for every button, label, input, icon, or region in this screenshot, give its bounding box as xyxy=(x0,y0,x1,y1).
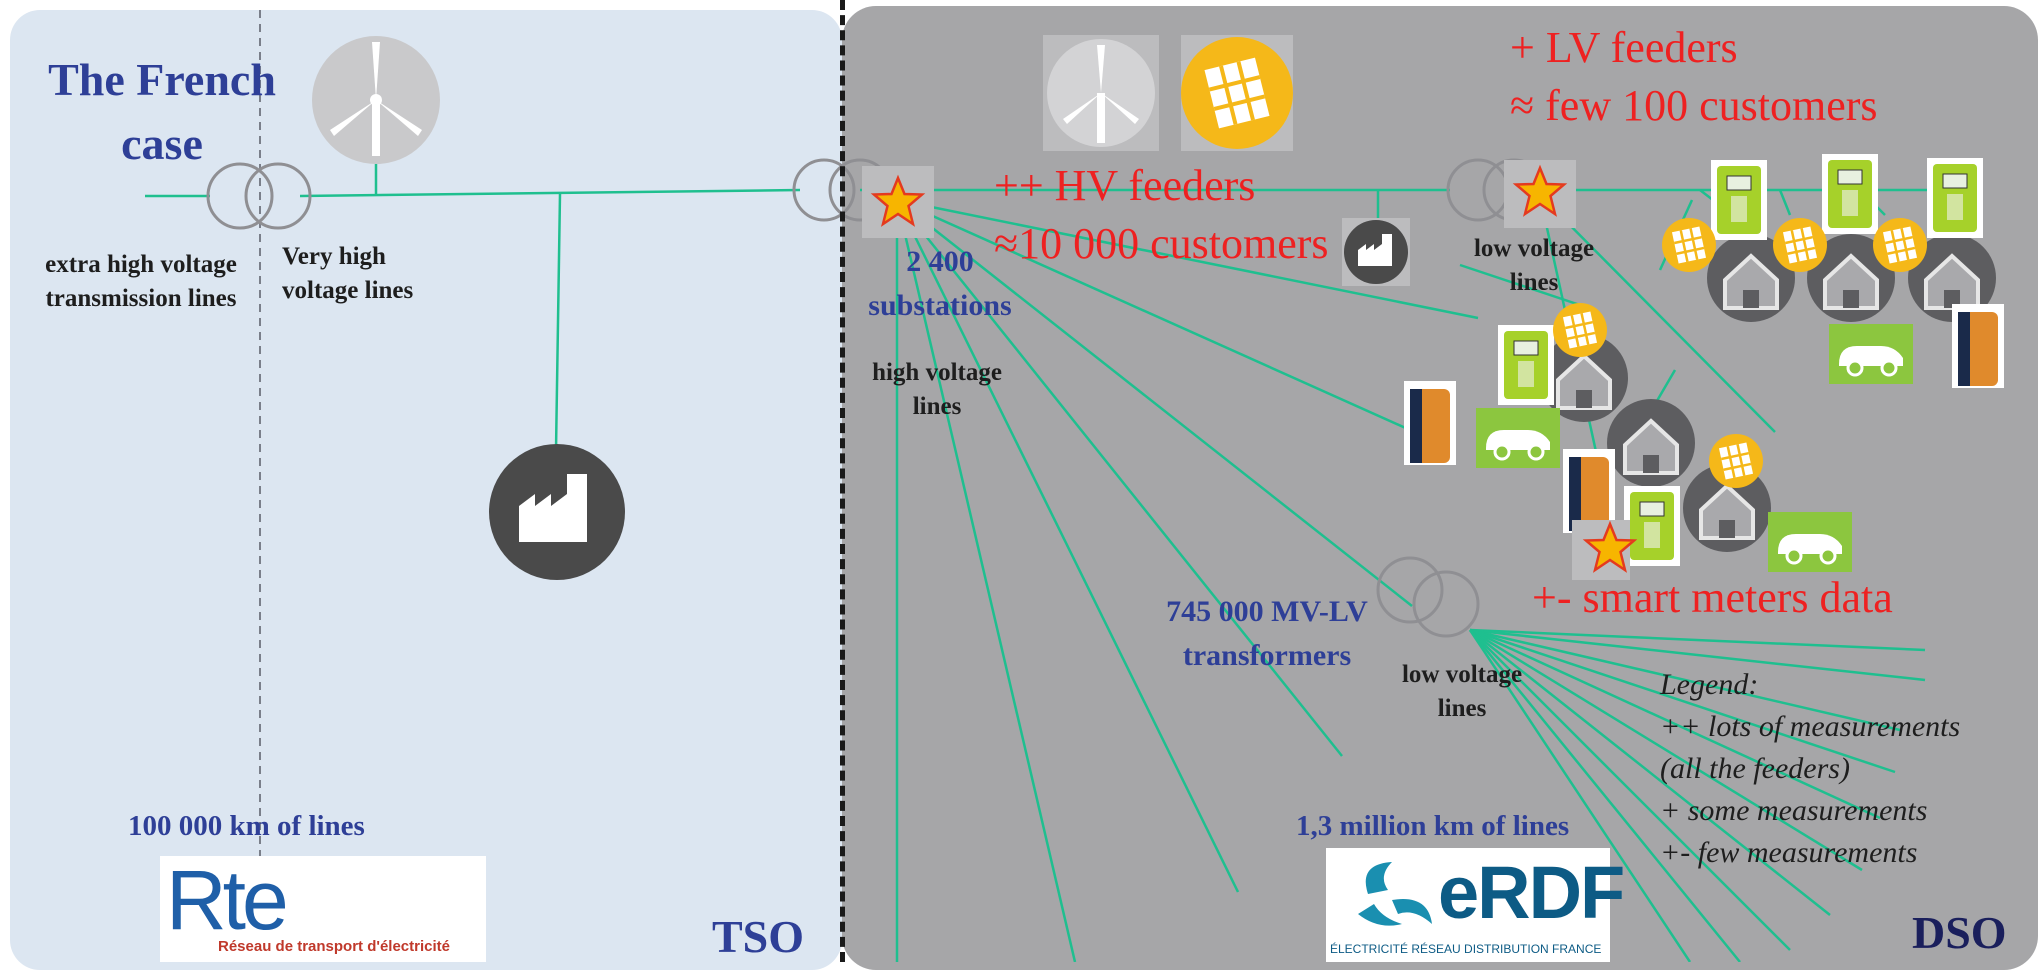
rte-tagline: Réseau de transport d'électricité xyxy=(218,938,450,955)
rte-wordmark: Rte xyxy=(166,853,289,947)
vhv-lines-label: Very high voltage lines xyxy=(282,243,414,304)
erdf-logo: eRDF ÉLECTRICITÉ RÉSEAU DISTRIBUTION FRA… xyxy=(1326,848,1625,962)
lv-lines-bottom-label: low voltage lines xyxy=(1401,661,1523,722)
legend-item: (all the feeders) xyxy=(1660,752,1850,785)
smart-meters-label: +- smart meters data xyxy=(1532,573,1893,622)
legend-title: Legend: xyxy=(1660,668,1759,701)
tso-label: TSO xyxy=(712,911,805,962)
tso-dso-divider xyxy=(840,0,845,962)
wind-turbine-icon xyxy=(1043,35,1159,151)
wind-turbine-icon xyxy=(312,36,440,164)
erdf-tagline: ÉLECTRICITÉ RÉSEAU DISTRIBUTION FRANCE xyxy=(1330,942,1602,956)
legend-item: + some measurements xyxy=(1660,794,1928,827)
dso-label: DSO xyxy=(1912,907,2007,958)
star-icon xyxy=(862,160,1636,580)
legend-item: +- few measurements xyxy=(1660,836,1918,869)
transformers-label: 745 000 MV-LV transformers xyxy=(1166,595,1368,672)
hv-customers-label: ≈10 000 customers xyxy=(994,219,1329,268)
lv-lines-top-label: low voltage lines xyxy=(1473,235,1595,296)
factory-icon xyxy=(489,444,625,580)
factory-icon xyxy=(1342,218,1410,286)
lv-feeders-label: + LV feeders xyxy=(1510,23,1738,72)
rte-logo: Rte Réseau de transport d'électricité xyxy=(160,853,486,962)
solar-panel-icon xyxy=(1181,35,1293,151)
erdf-swirl-icon xyxy=(1358,862,1432,926)
hv-lines-label: high voltage lines xyxy=(872,359,1002,420)
legend-item: ++ lots of measurements xyxy=(1660,710,1961,743)
ehv-lines-label: extra high voltage transmission lines xyxy=(45,251,237,312)
hv-feeders-label: ++ HV feeders xyxy=(994,161,1256,210)
tso-panel xyxy=(10,10,842,970)
tso-km-lines: 100 000 km of lines xyxy=(128,810,365,842)
lv-customers-label: ≈ few 100 customers xyxy=(1510,81,1878,130)
page-title: The French case xyxy=(48,54,276,169)
transformer-icon xyxy=(206,162,312,230)
erdf-wordmark: eRDF xyxy=(1438,851,1625,934)
dso-km-lines: 1,3 million km of lines xyxy=(1296,810,1570,842)
legend: Legend: ++ lots of measurements (all the… xyxy=(1660,664,1960,874)
substations-label: 2 400 substations xyxy=(868,245,1012,322)
